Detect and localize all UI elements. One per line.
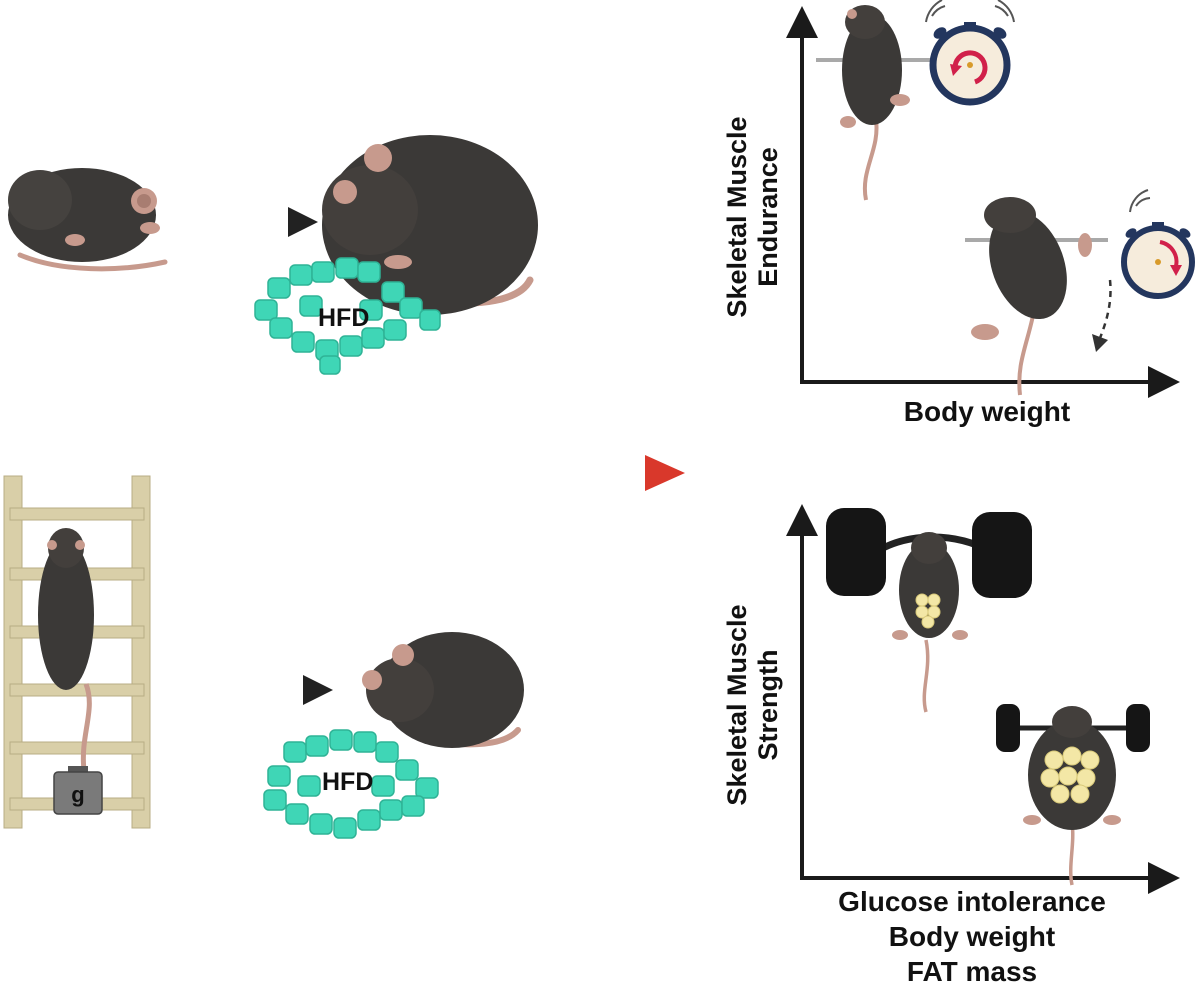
obese-mouse-icon [322,135,538,315]
light-barbell-mouse-icon [996,704,1150,886]
hfd-food-pile-bottom [263,729,439,839]
hfd-food-pile-top [254,257,441,375]
endurance-mouse-hanging-low-icon [965,197,1112,396]
endurance-mouse-hanging-high-icon [816,5,938,201]
weight-label: g [71,782,84,807]
strength-ylabel-line1: Skeletal Muscle [722,604,752,806]
endurance-plot-axes [786,6,1180,398]
climbing-mouse-icon [38,528,94,771]
transition-arrow [555,455,685,491]
stopwatch-short-icon [1121,189,1195,299]
strength-xlabel-line2: Body weight [888,921,1056,952]
stopwatch-long-icon [925,0,1015,106]
hfd-label-top: HFD [318,304,370,332]
strength-xlabel: Glucose intolerance Body weight FAT mass [800,884,1144,989]
endurance-ylabel-line2: Endurance [753,147,783,287]
small-mouse-icon [8,168,168,272]
strength-ylabel-line2: Strength [753,649,783,761]
trained-mouse-icon [362,632,524,748]
heavy-barbell-mouse-icon [826,508,1032,713]
strength-plot-axes [786,504,1180,894]
strength-xlabel-line1: Glucose intolerance [838,886,1106,917]
hfd-label-bottom: HFD [322,768,374,796]
arrow-top-left [160,207,318,237]
strength-ylabel: Skeletal Muscle Strength [722,600,788,810]
arrow-bottom-left [175,675,333,705]
strength-xlabel-line3: FAT mass [906,956,1038,987]
endurance-ylabel-line1: Skeletal Muscle [722,116,752,318]
endurance-xlabel: Body weight [903,396,1071,427]
weight-icon [53,766,103,815]
endurance-ylabel: Skeletal Muscle Endurance [722,112,788,322]
